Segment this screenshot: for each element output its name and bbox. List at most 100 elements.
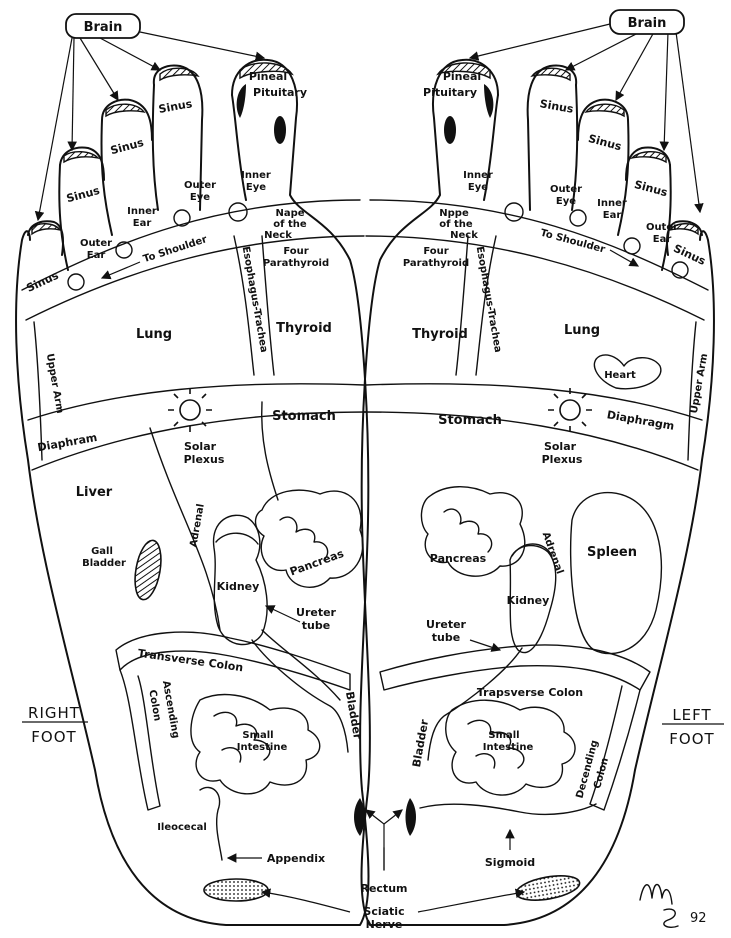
right-outer-eye-label-2: Eye bbox=[190, 192, 210, 203]
right-sinus-label-4: Sinus bbox=[24, 269, 61, 295]
right-kidney-label: Kidney bbox=[217, 580, 260, 593]
left-thyroid-label: Thyroid bbox=[412, 327, 468, 342]
left-neck-line-lower bbox=[366, 236, 704, 320]
right-esophagus-line-r bbox=[262, 236, 274, 375]
right-outer-ear-point bbox=[68, 274, 84, 290]
left-esophagus-label: Esophagus-Trachea bbox=[474, 246, 504, 354]
right-small-intestine-1: Small bbox=[242, 730, 273, 741]
left-spleen-shape bbox=[571, 493, 662, 654]
brain-arrow-l-1 bbox=[470, 24, 610, 58]
left-transverse-colon bbox=[380, 645, 650, 690]
brain-arrow-l-5 bbox=[676, 32, 700, 212]
right-gall-label-2: Bladder bbox=[82, 558, 126, 569]
right-ileocecal-label: Ileocecal bbox=[157, 822, 207, 833]
right-four-parathyroid-1: Four bbox=[283, 246, 308, 257]
right-adrenal-cap bbox=[216, 533, 258, 544]
right-foot-title-2: FOOT bbox=[31, 728, 76, 746]
signature-year: 92 bbox=[690, 911, 707, 926]
left-bladder-label: Bladder bbox=[410, 718, 431, 768]
left-foot-title-1: LEFT bbox=[672, 706, 711, 724]
left-inner-eye-label-2: Eye bbox=[468, 182, 488, 193]
left-pancreas-label: Pancreas bbox=[430, 552, 487, 565]
ureter-arrow-r bbox=[266, 606, 300, 622]
left-inner-eye-label-1: Inner bbox=[463, 170, 493, 181]
right-solar-label-2: Plexus bbox=[184, 453, 225, 466]
right-pineal-mark bbox=[237, 84, 246, 118]
right-outer-eye-label-1: Outer bbox=[184, 180, 216, 191]
left-pineal-label: Pineal bbox=[443, 70, 481, 83]
left-nape-label-3: Neck bbox=[450, 230, 478, 241]
right-ureter-label-2: tube bbox=[302, 619, 330, 632]
left-kidney-label: Kidney bbox=[507, 594, 550, 607]
left-inner-ear-label-2: Ear bbox=[603, 210, 622, 221]
left-sigmoid-label: Sigmoid bbox=[485, 856, 535, 869]
sciatic-arrow-left-foot bbox=[418, 892, 524, 912]
right-stomach-label: Stomach bbox=[272, 409, 336, 424]
right-pancreas-shape bbox=[256, 490, 363, 587]
right-sinus-label-3: Sinus bbox=[65, 184, 102, 205]
rectum-label: Rectum bbox=[360, 882, 407, 895]
brain-arrow-r-2 bbox=[72, 38, 74, 150]
right-sinus-label-2: Sinus bbox=[109, 136, 146, 157]
right-appendix-label: Appendix bbox=[267, 852, 325, 865]
left-toenail-2 bbox=[532, 68, 570, 80]
right-outer-ear-label-2: Ear bbox=[87, 250, 106, 261]
left-sinus-label-4: Sinus bbox=[671, 242, 708, 268]
left-four-parathyroid-2: Parathyroid bbox=[403, 258, 469, 269]
left-diaphragm-label: Diaphragm bbox=[606, 408, 675, 433]
right-sciatic-nerve-shape bbox=[204, 879, 268, 901]
right-small-intestine-2: Intestine bbox=[237, 742, 288, 753]
right-foot-labels: Brain Pineal Pituitary Sinus Sinus Sinus… bbox=[22, 20, 364, 865]
left-ureter-label-2: tube bbox=[432, 631, 460, 644]
right-sinus-label-1: Sinus bbox=[158, 97, 194, 116]
left-foot-title-2: FOOT bbox=[669, 730, 714, 748]
right-ascending-colon-label: Colon bbox=[146, 689, 162, 722]
left-outer-eye-label-2: Eye bbox=[556, 196, 576, 207]
left-outer-eye-point bbox=[570, 210, 586, 226]
right-toenail-2 bbox=[160, 68, 198, 80]
right-ureter-label-1: Ureter bbox=[296, 606, 337, 619]
brain-arrow-r-5 bbox=[140, 32, 264, 58]
left-nape-label-2: of the bbox=[439, 219, 473, 230]
right-four-parathyroid-2: Parathyroid bbox=[263, 258, 329, 269]
right-liver-label: Liver bbox=[76, 485, 113, 500]
brain-arrow-l-4 bbox=[664, 32, 668, 150]
right-toenail-4 bbox=[64, 152, 98, 162]
right-toe-4-left bbox=[59, 165, 68, 270]
left-outer-ear-label-1: Outer bbox=[646, 222, 678, 233]
ureter-arrow-l bbox=[470, 640, 500, 650]
left-small-intestine-1: Small bbox=[488, 730, 519, 741]
brain-label-left: Brain bbox=[628, 16, 667, 31]
brain-arrow-l-2 bbox=[566, 32, 640, 70]
left-outer-ear-label-2: Ear bbox=[653, 234, 672, 245]
right-nape-label-3: Neck bbox=[264, 230, 292, 241]
right-gall-bladder-shape bbox=[131, 538, 165, 601]
left-pancreas-squiggle bbox=[444, 509, 492, 552]
left-pituitary-label: Pituitary bbox=[423, 86, 477, 99]
right-nape-label-2: of the bbox=[273, 219, 307, 230]
right-gall-label-1: Gall bbox=[91, 546, 113, 557]
right-ascending-label: Ascending bbox=[160, 680, 181, 739]
left-toe-4-right bbox=[662, 165, 671, 270]
left-sinus-label-3: Sinus bbox=[633, 178, 670, 199]
brain-label-right: Brain bbox=[84, 20, 123, 35]
right-upper-arm-label: Upper Arm bbox=[44, 353, 65, 415]
left-four-parathyroid-1: Four bbox=[423, 246, 448, 257]
rectum-arrow-left bbox=[366, 810, 384, 848]
right-thyroid-label: Thyroid bbox=[276, 321, 332, 336]
brain-arrow-l-3 bbox=[616, 32, 654, 100]
left-inner-eye-point bbox=[505, 203, 523, 221]
right-toenail-3 bbox=[106, 104, 144, 116]
left-diaphragm-upper bbox=[366, 384, 702, 420]
right-inner-eye-label-1: Inner bbox=[241, 170, 271, 181]
sciatic-label-2: Nerve bbox=[366, 918, 403, 931]
right-to-shoulder-label: To Shoulder bbox=[142, 234, 209, 265]
right-outer-ear-label-1: Outer bbox=[80, 238, 112, 249]
sciatic-arrow-right-foot bbox=[262, 892, 350, 912]
right-lung-label: Lung bbox=[136, 327, 172, 342]
brain-arrow-r-3 bbox=[80, 38, 118, 100]
right-diaphram-label: Diaphram bbox=[37, 431, 99, 454]
left-spleen-label: Spleen bbox=[587, 545, 637, 560]
sciatic-label-1: Sciatic bbox=[363, 905, 404, 918]
